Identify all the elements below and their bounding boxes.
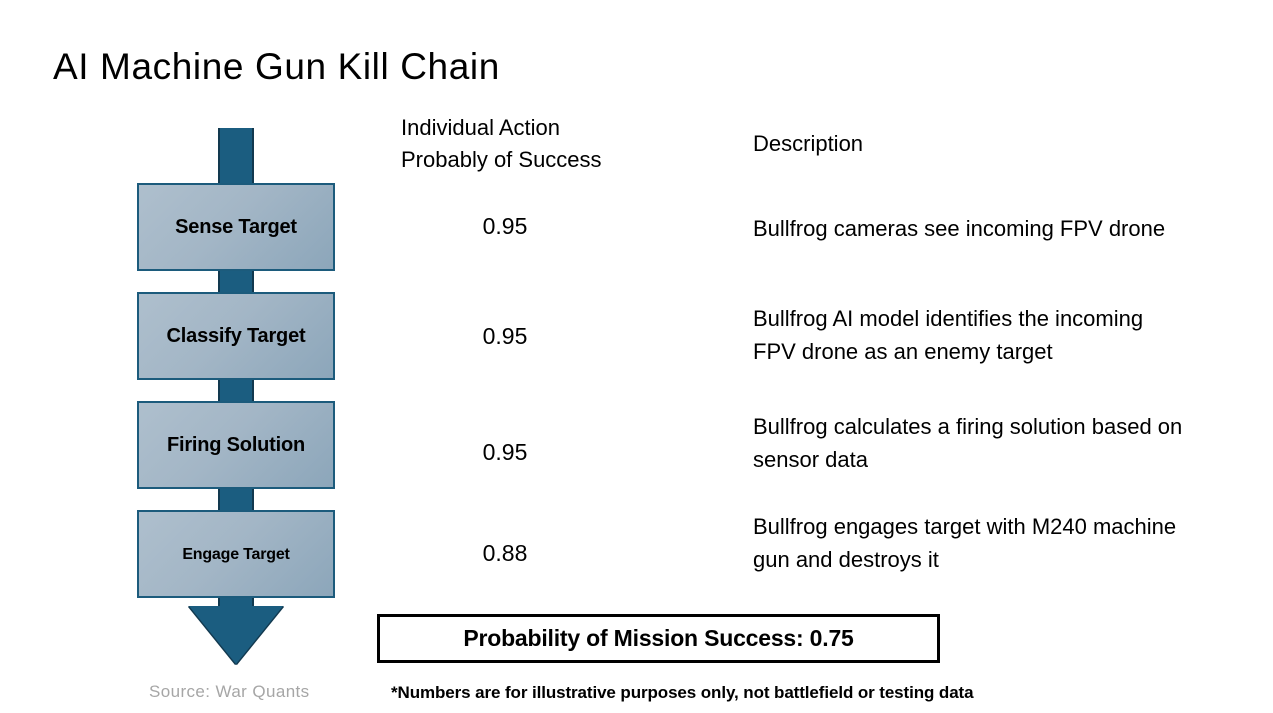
probability-value-classify-target: 0.95 <box>482 323 528 349</box>
stage-box-firing-solution[interactable]: Firing Solution <box>137 401 335 489</box>
description-engage-target: Bullfrog engages target with M240 machin… <box>753 514 1177 572</box>
description-sense-target: Bullfrog cameras see incoming FPV drone <box>753 216 1166 241</box>
column-header-probability: Individual Action Probably of Success <box>401 115 602 172</box>
probability-value-engage-target: 0.88 <box>482 540 528 566</box>
mission-success-callout: Probability of Mission Success: 0.75 <box>377 614 940 663</box>
page-title: AI Machine Gun Kill Chain <box>53 46 500 87</box>
kill-chain-flow: Sense Target Classify Target Firing Solu… <box>137 128 335 668</box>
probability-value-sense-target: 0.95 <box>482 213 528 239</box>
stage-label: Firing Solution <box>166 433 306 456</box>
description-firing-solution: Bullfrog calculates a firing solution ba… <box>753 414 1183 472</box>
stage-label: Engage Target <box>182 545 290 563</box>
description-classify-target: Bullfrog AI model identifies the incomin… <box>753 306 1144 364</box>
flow-arrow-down-icon <box>189 606 283 664</box>
stage-label: Classify Target <box>166 324 306 347</box>
stage-box-sense-target[interactable]: Sense Target <box>137 183 335 271</box>
column-header-description: Description <box>753 131 864 156</box>
stage-label: Sense Target <box>175 215 297 238</box>
source-note: Source: War Quants <box>149 682 310 701</box>
probability-value-firing-solution: 0.95 <box>482 439 528 465</box>
mission-success-label: Probability of Mission Success: 0.75 <box>463 625 854 651</box>
stage-box-classify-target[interactable]: Classify Target <box>137 292 335 380</box>
stage-box-engage-target[interactable]: Engage Target <box>137 510 335 598</box>
disclaimer-note: *Numbers are for illustrative purposes o… <box>391 683 974 702</box>
